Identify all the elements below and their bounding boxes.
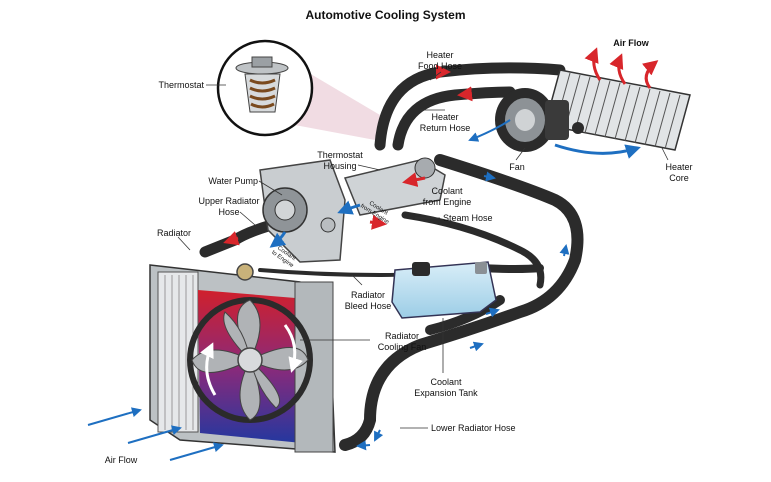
leader-lines xyxy=(177,71,669,429)
coolant-expansion-tank xyxy=(391,261,497,319)
heater-return-hose xyxy=(392,86,516,151)
label-thermostat-housing: Thermostat Housing xyxy=(317,150,363,171)
label-radiator-cooling-fan: Radiator Cooling Fan xyxy=(377,331,427,352)
label-heater-core: Heater Core xyxy=(665,162,693,183)
label-water-pump: Water Pump xyxy=(208,176,258,186)
label-lower-radiator-hose: Lower Radiator Hose xyxy=(431,423,516,433)
label-upper-radiator-hose: Upper Radiator Hose xyxy=(198,196,260,217)
label-radiator-bleed-hose: Radiator Bleed Hose xyxy=(344,290,392,311)
blower-fan xyxy=(495,88,584,152)
thermostat-callout xyxy=(216,39,380,140)
lower-radiator-hose xyxy=(425,295,505,335)
label-steam-hose: Steam Hose xyxy=(443,213,493,223)
hot-coolant-arrows xyxy=(223,64,473,246)
diagram-title: Automotive Cooling System xyxy=(305,8,466,22)
label-thermostat: Thermostat xyxy=(158,80,204,90)
heater-air-flow-arrows xyxy=(584,47,659,89)
label-fan: Fan xyxy=(509,162,525,172)
radiator-air-flow-arrows xyxy=(87,407,224,461)
thermostat-housing xyxy=(343,157,446,216)
label-radiator: Radiator xyxy=(156,228,192,238)
label-coolant-from-engine: Coolant from Engine xyxy=(422,186,472,207)
coolant-flow-arrows xyxy=(269,119,641,451)
heater-outlet-hose xyxy=(339,154,584,451)
label-heater-air-flow: Air Flow xyxy=(613,38,649,48)
radiator-cooling-fan xyxy=(187,297,313,423)
label-coolant-expansion-tank: Coolant Expansion Tank xyxy=(414,377,478,398)
label-radiator-air-flow: Air Flow xyxy=(104,455,138,465)
label-heater-food-hose: Heater Food Hose xyxy=(417,50,463,71)
label-heater-return-hose: Heater Return Hose xyxy=(419,112,471,133)
